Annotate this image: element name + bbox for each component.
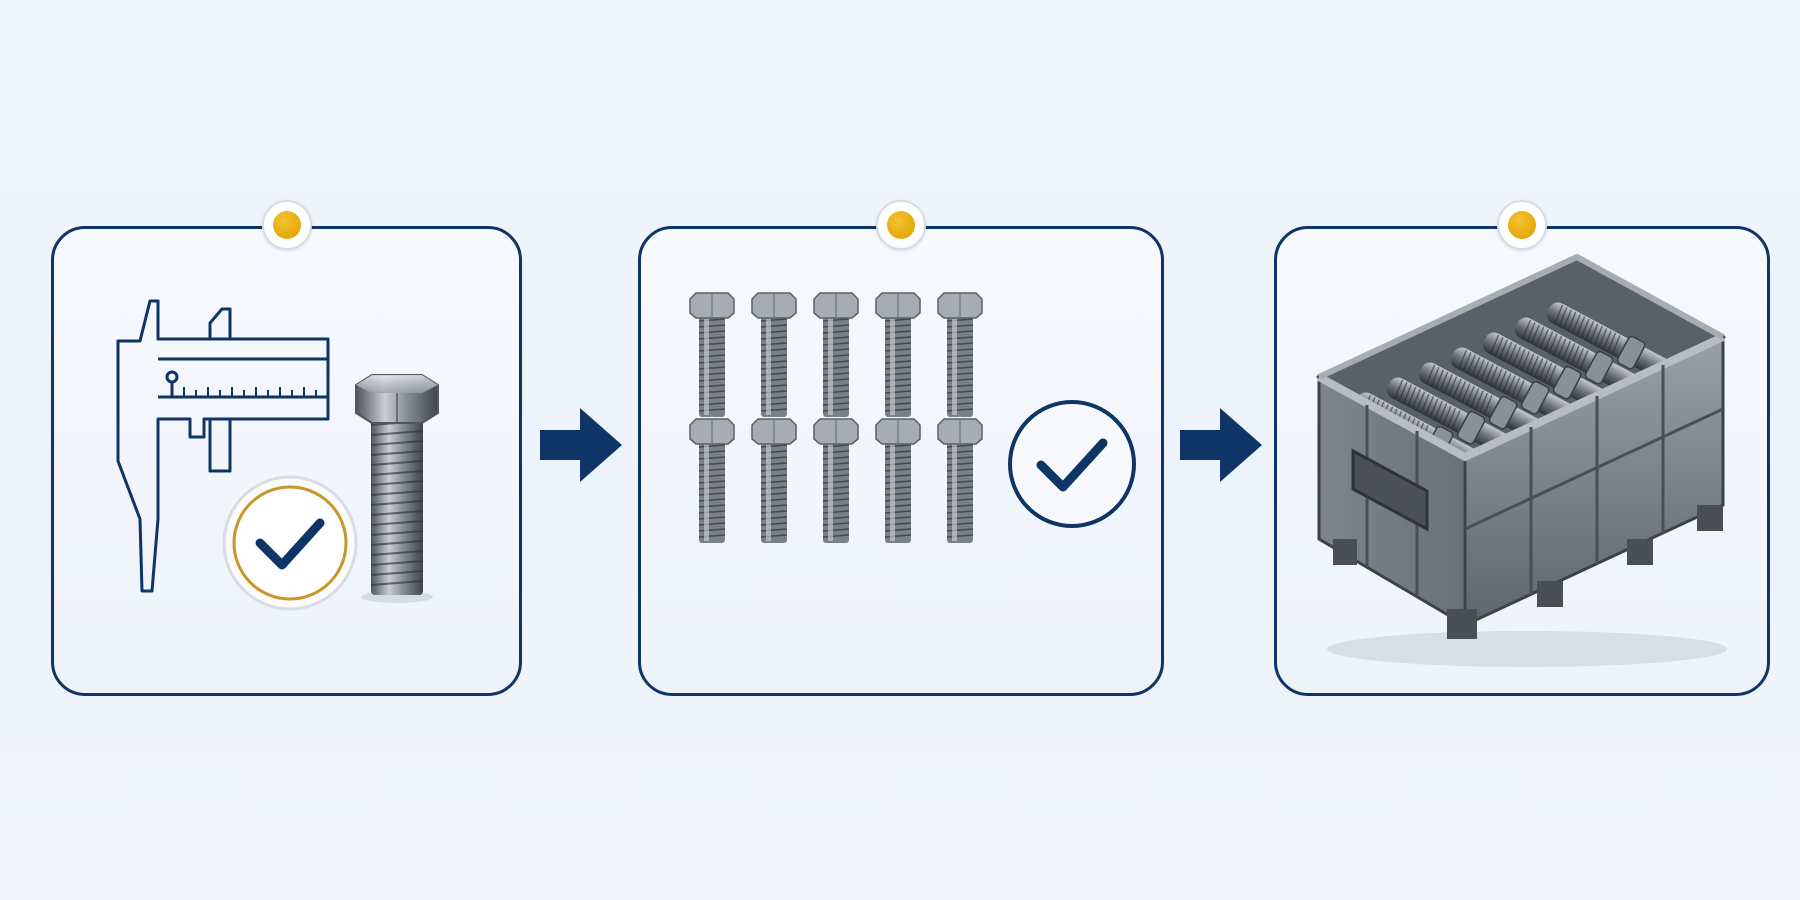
- step-1-marker: [261, 200, 312, 250]
- small-bolt-icon: [937, 292, 983, 417]
- step-3-illustration: [1315, 254, 1727, 667]
- step-2-illustration: [689, 292, 1136, 543]
- caliper-icon: [116, 299, 330, 593]
- small-bolt-icon: [937, 418, 983, 543]
- checkmark-circle-icon: [1008, 400, 1136, 528]
- step-1-illustration: [116, 299, 439, 611]
- crate-bolt-icon: [1483, 332, 1620, 416]
- arrow-right-icon: [1180, 408, 1262, 482]
- step-3-panel: [1274, 200, 1770, 696]
- arrow-right-icon: [540, 408, 622, 482]
- crate-bolt-icon: [1387, 377, 1524, 461]
- crate-bolt-icon: [1515, 317, 1652, 401]
- checkmark-badge-icon: [222, 475, 358, 611]
- step-2-marker: [876, 200, 926, 250]
- bolt-crate-icon: [1315, 254, 1727, 667]
- small-bolt-icon: [875, 292, 921, 417]
- crate-bolt-icon: [1547, 302, 1684, 386]
- step-2-panel: [638, 200, 1164, 696]
- small-bolt-icon: [751, 418, 797, 543]
- small-bolt-icon: [813, 292, 859, 417]
- small-bolt-icon: [689, 418, 735, 543]
- crate-bolt-icon: [1451, 347, 1588, 431]
- step-3-marker: [1497, 200, 1547, 250]
- small-bolt-icon: [751, 292, 797, 417]
- step-1-panel: [51, 200, 522, 696]
- small-bolt-icon: [813, 418, 859, 543]
- small-bolt-icon: [875, 418, 921, 543]
- crate-bolt-icon: [1419, 362, 1556, 446]
- hex-bolt-icon: [355, 374, 439, 603]
- small-bolt-icon: [689, 292, 735, 417]
